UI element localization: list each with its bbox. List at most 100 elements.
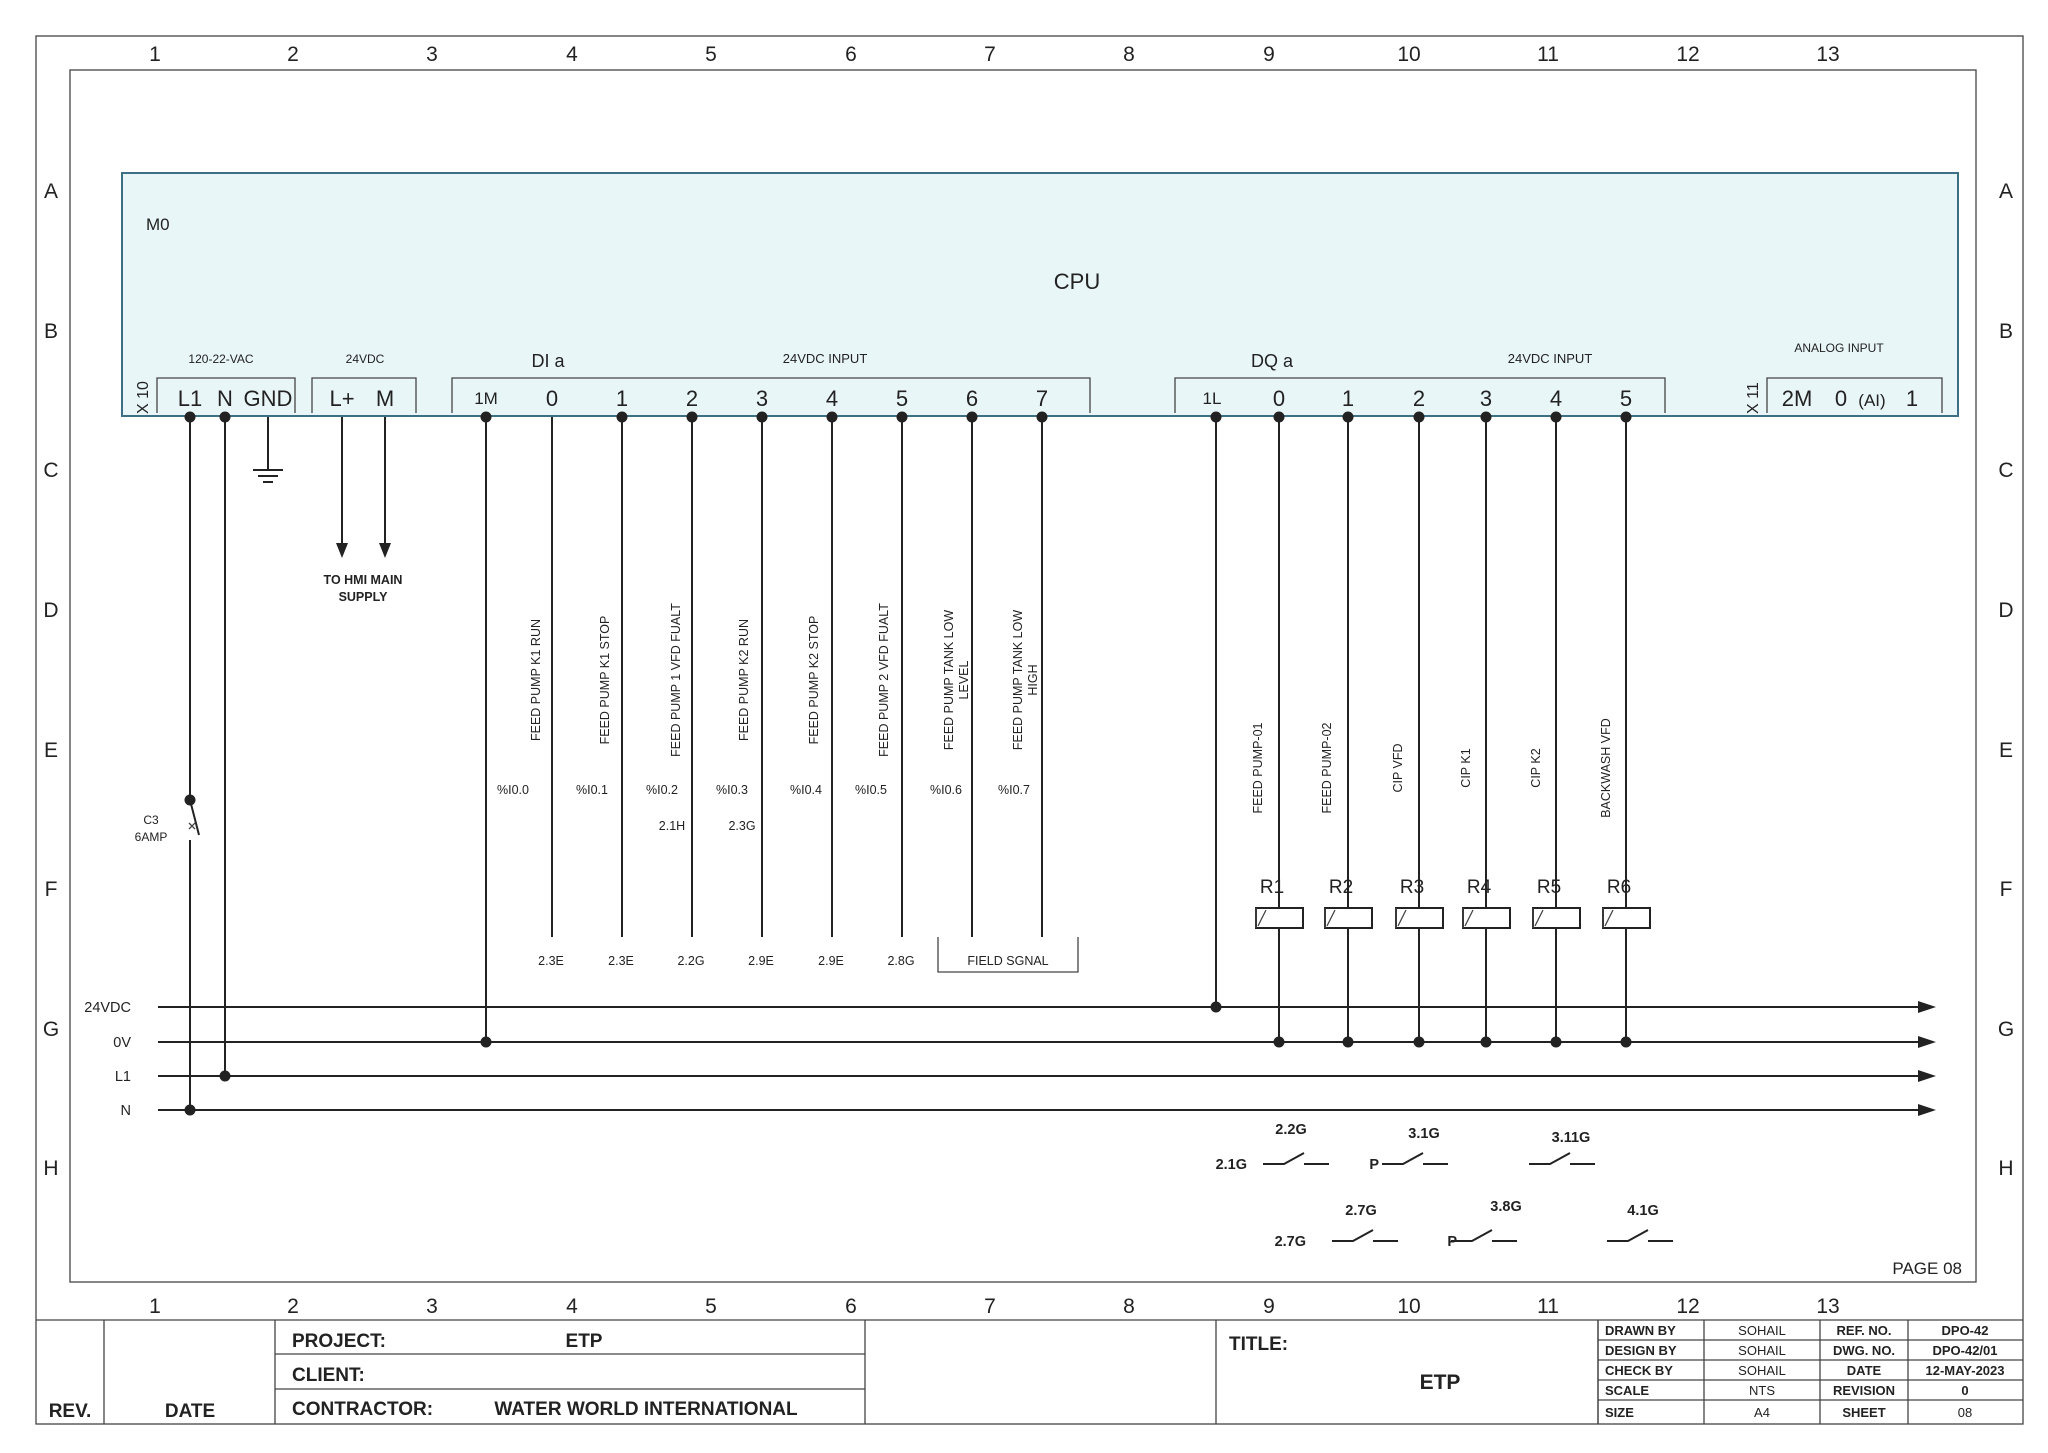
terminal-n: N (217, 386, 233, 411)
grid-row-left-B: B (44, 320, 58, 343)
di-terminal-1: 1 (616, 386, 628, 411)
input-ref: 2.1H (659, 819, 685, 833)
x11-terminal-0: 0 (1835, 386, 1847, 411)
input-circuit-2: FEED PUMP 1 VFD FUALT%I0.22.1H2.2G (646, 417, 705, 968)
input-description: FEED PUMP TANK LOWHIGH (1011, 610, 1040, 751)
date-value: 12-MAY-2023 (1925, 1363, 2004, 1378)
di-terminal-7: 7 (1036, 386, 1048, 411)
breaker-name: C3 (143, 813, 159, 827)
input-address: %I0.0 (497, 783, 529, 797)
contact-symbol-icon (1332, 1229, 1398, 1242)
input-xref: 2.8G (887, 954, 914, 968)
grid-col-bottom-4: 4 (566, 1295, 578, 1318)
relay-coil-mark (1532, 908, 1544, 928)
contact-top-label: 3.11G (1552, 1130, 1591, 1146)
contact-symbol-icon (1607, 1229, 1673, 1242)
bus-label: N (121, 1103, 131, 1119)
drawn-by-label: DRAWN BY (1605, 1323, 1676, 1338)
input-description-line: FEED PUMP K2 STOP (807, 616, 821, 745)
cpu-title: CPU (1054, 269, 1100, 294)
bus-label: L1 (115, 1069, 131, 1085)
contact-left-label: P (1447, 1234, 1457, 1250)
input-xref: 2.9E (748, 954, 774, 968)
grid-col-bottom-7: 7 (984, 1295, 996, 1318)
contractor-label: CONTRACTOR: (292, 1399, 433, 1420)
grid-row-left-H: H (43, 1157, 58, 1180)
sheet-label: SHEET (1842, 1405, 1885, 1420)
scale-value: NTS (1749, 1383, 1775, 1398)
relay-coil-mark (1395, 908, 1407, 928)
contact-top-label: 2.2G (1275, 1122, 1306, 1138)
relay-label: R5 (1537, 877, 1561, 898)
relay-label: R2 (1329, 877, 1353, 898)
di-label: DI a (531, 351, 565, 371)
input-circuit-0: FEED PUMP K1 RUN%I0.02.3E (497, 417, 564, 968)
contact-0: 2.2G2.1G (1216, 1122, 1329, 1173)
input-xref: 2.3E (608, 954, 634, 968)
output-circuit-4: CIP K2 R5 (1529, 417, 1581, 1048)
dq-bracket (1174, 377, 1666, 413)
input-description: FEED PUMP K2 RUN (737, 619, 751, 741)
grid-col-bottom-2: 2 (287, 1295, 299, 1318)
contact-top-label: 3.8G (1490, 1199, 1521, 1215)
contact-1: 3.1GP (1369, 1126, 1448, 1173)
input-description-line: FEED PUMP 1 VFD FUALT (669, 603, 683, 757)
contact-symbol-icon (1263, 1152, 1329, 1165)
dwg-no-label: DWG. NO. (1833, 1343, 1895, 1358)
n-feed-bus-node (219, 1070, 231, 1082)
input-description: FEED PUMP 2 VFD FUALT (877, 603, 891, 757)
grid-col-top-6: 6 (845, 43, 857, 66)
x11-bracket (1766, 377, 1943, 413)
grid-col-bottom-13: 13 (1816, 1295, 1839, 1318)
sheet-value: 08 (1958, 1405, 1972, 1420)
dq-terminal-4: 4 (1550, 386, 1562, 411)
terminal-gnd: GND (244, 386, 293, 411)
relay-coil-icon (1602, 907, 1651, 929)
grid-col-bottom-9: 9 (1263, 1295, 1275, 1318)
input-description: FEED PUMP TANK LOWLEVEL (942, 610, 971, 751)
cpu-module-box (121, 172, 1959, 417)
input-description-line: FEED PUMP TANK LOW (942, 610, 956, 751)
input-circuit-6: FEED PUMP TANK LOWLEVEL%I0.6 (930, 417, 973, 937)
relay-coil-icon (1532, 907, 1581, 929)
cpu-module-id: M0 (146, 215, 170, 234)
design-by-label: DESIGN BY (1605, 1343, 1677, 1358)
relay-coil-mark (1324, 908, 1336, 928)
grid-row-right-C: C (1998, 459, 2013, 482)
relay-coil-mark (1602, 908, 1614, 928)
title-block-field-labels: DRAWN BY DESIGN BY CHECK BY SCALE SIZE R… (1605, 1323, 1895, 1420)
dq-common-bus-node (1210, 1001, 1222, 1013)
x10-dc-bracket (311, 377, 417, 413)
dwg-no-value: DPO-42/01 (1932, 1343, 1997, 1358)
drawn-by-value: SOHAIL (1738, 1323, 1786, 1338)
dq-terminal-0: 0 (1273, 386, 1285, 411)
title-block-ref-values: DPO-42 DPO-42/01 12-MAY-2023 0 08 (1925, 1323, 2004, 1420)
dq-common-terminal: 1L (1203, 389, 1222, 408)
grid-row-left-C: C (43, 459, 58, 482)
ref-no-value: DPO-42 (1942, 1323, 1989, 1338)
contact-left-label: 2.7G (1275, 1234, 1306, 1250)
client-label: CLIENT: (292, 1365, 365, 1386)
terminal-dc-0: L+ (329, 386, 354, 411)
di-terminal-4: 4 (826, 386, 838, 411)
output-description: CIP K2 (1529, 748, 1543, 787)
di-common-terminal: 1M (474, 389, 498, 408)
contact-symbol-icon (1451, 1229, 1517, 1242)
input-xref: 2.9E (818, 954, 844, 968)
bus-l1: L1 (115, 1069, 1936, 1085)
x11-connector-label: X 11 (1745, 382, 1762, 414)
ground-icon (253, 417, 283, 483)
grid-col-top-7: 7 (984, 43, 996, 66)
grid-col-top-9: 9 (1263, 43, 1275, 66)
l1-feed-bus-node (184, 1104, 196, 1116)
contact-left-label: P (1369, 1157, 1379, 1173)
dq-sublabel: 24VDC INPUT (1508, 351, 1593, 366)
bus-arrow-icon (1918, 1104, 1936, 1116)
